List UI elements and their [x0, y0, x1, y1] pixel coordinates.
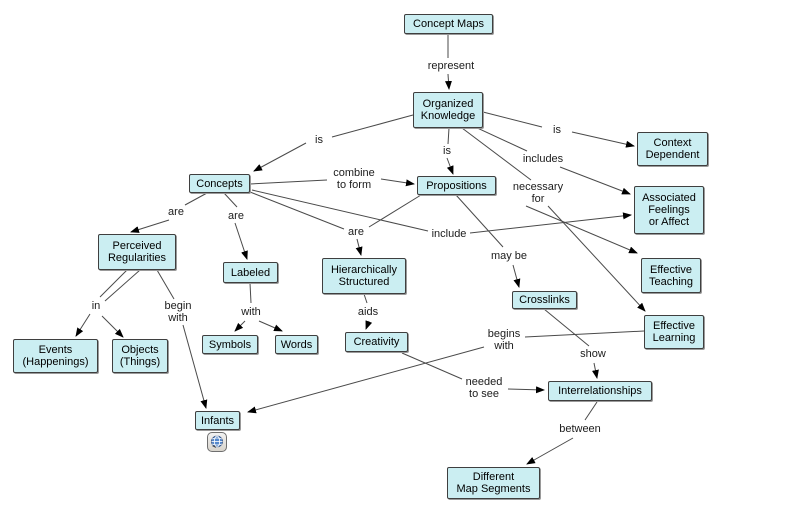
node-symbols[interactable]: Symbols	[202, 335, 258, 354]
link-begin-with	[156, 269, 208, 409]
link-includes	[472, 125, 631, 195]
node-words[interactable]: Words	[275, 335, 318, 354]
link-between	[526, 401, 598, 465]
link-label-between[interactable]: between	[559, 423, 601, 435]
link-label-is-propositions[interactable]: is	[443, 145, 451, 157]
link-are-structured	[249, 191, 422, 256]
link-begins-with	[247, 330, 645, 414]
link-label-needed-to-see[interactable]: needed to see	[465, 376, 503, 400]
link-label-includes[interactable]: includes	[522, 153, 564, 165]
link-label-with[interactable]: with	[241, 306, 261, 318]
link-label-is-context[interactable]: is	[553, 124, 561, 136]
link-label-are-perceived[interactable]: are	[168, 206, 184, 218]
node-crosslinks[interactable]: Crosslinks	[512, 291, 577, 309]
node-concepts[interactable]: Concepts	[189, 174, 250, 193]
link-are-labeled	[223, 192, 248, 260]
link-label-necessary-for[interactable]: necessary for	[512, 181, 564, 205]
link-is-concepts	[253, 114, 414, 172]
link-is-context	[482, 111, 635, 148]
node-infants[interactable]: Infants	[195, 411, 240, 430]
link-label-are-labeled[interactable]: are	[228, 210, 244, 222]
link-with	[234, 282, 283, 332]
node-interrelationships[interactable]: Interrelationships	[548, 381, 652, 401]
link-label-combine-to-form[interactable]: combine to form	[333, 167, 375, 191]
node-propositions[interactable]: Propositions	[417, 176, 496, 195]
node-perceived-regularities[interactable]: Perceived Regularities	[98, 234, 176, 270]
link-needed-to-see	[401, 352, 545, 394]
link-label-aids[interactable]: aids	[357, 306, 379, 318]
link-in	[75, 269, 141, 338]
node-associated-feelings[interactable]: Associated Feelings or Affect	[634, 186, 704, 234]
link-label-represent[interactable]: represent	[427, 60, 475, 72]
link-is-propositions	[446, 127, 454, 175]
link-necessary-for	[461, 127, 646, 312]
link-aids	[363, 293, 373, 330]
node-context-dependent[interactable]: Context Dependent	[637, 132, 708, 166]
link-label-may-be[interactable]: may be	[490, 250, 528, 262]
link-combine-to-form	[249, 178, 415, 187]
link-label-show[interactable]: show	[580, 348, 606, 360]
globe-resource-icon	[211, 435, 223, 448]
node-hierarchically-structured[interactable]: Hierarchically Structured	[322, 258, 406, 294]
link-represent	[444, 34, 452, 90]
node-concept-maps[interactable]: Concept Maps	[404, 14, 493, 34]
link-label-is-concepts[interactable]: is	[315, 134, 323, 146]
node-labeled[interactable]: Labeled	[223, 262, 278, 283]
link-label-include[interactable]: include	[431, 228, 467, 240]
link-label-are-structured[interactable]: are	[348, 226, 364, 238]
link-include	[251, 189, 632, 234]
link-label-begins-with[interactable]: begins with	[487, 328, 521, 352]
link-may-be	[455, 194, 521, 288]
node-creativity[interactable]: Creativity	[345, 332, 408, 352]
node-different-map-segments[interactable]: Different Map Segments	[447, 467, 540, 499]
node-effective-learning[interactable]: Effective Learning	[644, 315, 704, 349]
node-events[interactable]: Events (Happenings)	[13, 339, 98, 373]
link-show	[543, 308, 599, 379]
link-are-perceived	[130, 192, 208, 233]
node-objects[interactable]: Objects (Things)	[112, 339, 168, 373]
node-organized-knowledge[interactable]: Organized Knowledge	[413, 92, 483, 128]
node-effective-teaching[interactable]: Effective Teaching	[641, 258, 701, 293]
infants-resource-button[interactable]	[207, 432, 227, 452]
link-label-begin-with[interactable]: begin with	[164, 300, 192, 324]
link-label-in[interactable]: in	[91, 300, 101, 312]
